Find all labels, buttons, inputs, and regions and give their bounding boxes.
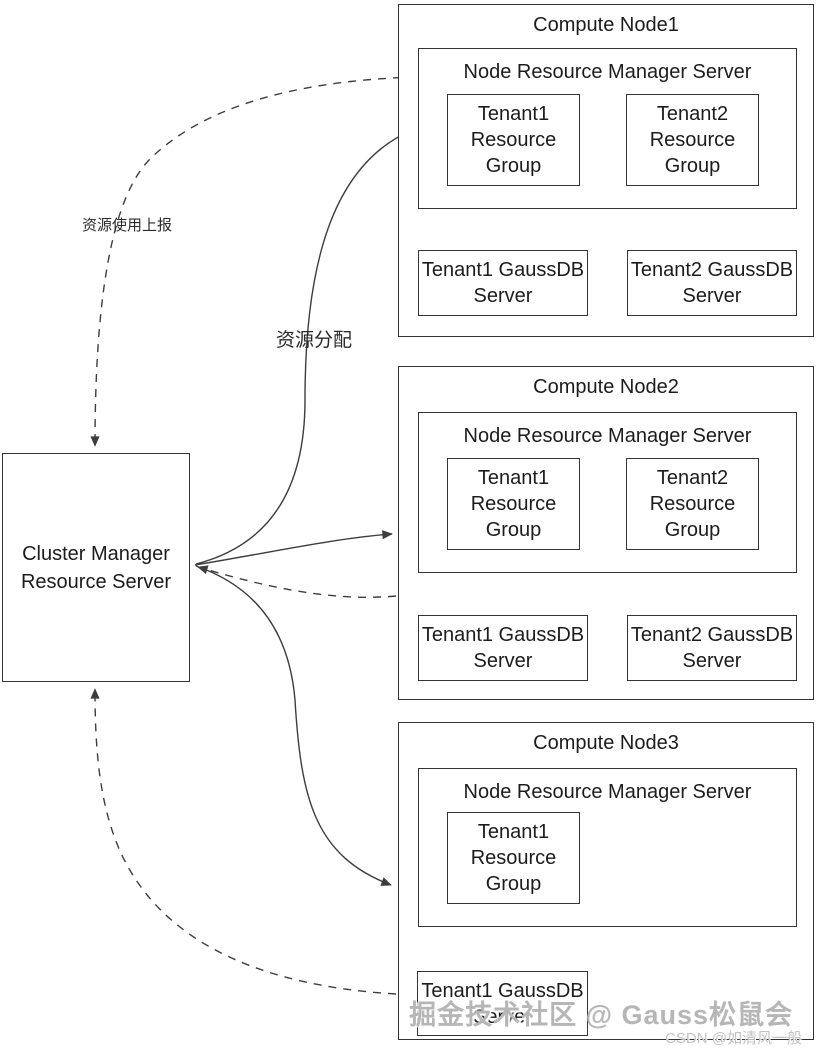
node1-tenant1-gaussdb-box: Tenant1 GaussDB Server	[418, 250, 588, 316]
node2-tenant2-group-box: Tenant2 Resource Group	[626, 458, 759, 550]
node2-resource-manager-title: Node Resource Manager Server	[463, 425, 752, 447]
node1-tenant2-gaussdb-label: Tenant2 GaussDB Server	[630, 259, 794, 307]
node2-tenant1-gaussdb-box: Tenant1 GaussDB Server	[418, 615, 588, 681]
allocation-label: 资源分配	[276, 330, 353, 351]
node2-tenant1-group-box: Tenant1 Resource Group	[447, 458, 580, 550]
node1-tenant2-group-label: Tenant2 Resource Group	[649, 103, 736, 177]
compute-node2-title: Compute Node2	[533, 376, 679, 398]
compute-node1-title: Compute Node1	[533, 14, 679, 36]
allocation-arrow-node2	[194, 530, 393, 566]
node2-tenant2-group-label: Tenant2 Resource Group	[649, 467, 736, 541]
node1-tenant2-group-box: Tenant2 Resource Group	[626, 94, 759, 186]
node3-tenant1-gaussdb-box: Tenant1 GaussDB Server	[417, 971, 588, 1036]
node2-tenant1-group-label: Tenant1 Resource Group	[470, 467, 557, 541]
node2-tenant2-gaussdb-box: Tenant2 GaussDB Server	[627, 615, 797, 681]
node1-tenant1-gaussdb-label: Tenant1 GaussDB Server	[421, 259, 585, 307]
node1-resource-manager-title: Node Resource Manager Server	[463, 61, 752, 83]
watermark-sub: CSDN @如清风一般	[665, 1030, 802, 1047]
node1-tenant1-group-box: Tenant1 Resource Group	[447, 94, 580, 186]
compute-node3-title: Compute Node3	[533, 732, 679, 754]
node3-tenant1-group-label: Tenant1 Resource Group	[470, 821, 557, 895]
node3-resource-manager-title: Node Resource Manager Server	[463, 781, 752, 803]
node3-tenant1-group-box: Tenant1 Resource Group	[447, 812, 580, 904]
usage-report-arrow-node3	[90, 688, 397, 995]
node3-tenant1-gaussdb-label: Tenant1 GaussDB Server	[421, 979, 584, 1028]
allocation-arrow-node3	[195, 565, 392, 886]
watermark-main: 掘金技术社区 @ Gauss松鼠会	[409, 1000, 793, 1030]
node2-tenant2-gaussdb-label: Tenant2 GaussDB Server	[630, 624, 794, 672]
usage-report-arrow-node1	[90, 76, 417, 447]
node1-tenant1-group-label: Tenant1 Resource Group	[470, 103, 557, 177]
cluster-manager-label: Cluster Manager Resource Server	[20, 542, 172, 593]
node1-tenant2-gaussdb-box: Tenant2 GaussDB Server	[627, 250, 797, 316]
cluster-manager-box: Cluster Manager Resource Server	[2, 453, 190, 682]
usage-report-arrow-node2	[197, 565, 397, 598]
node2-tenant1-gaussdb-label: Tenant1 GaussDB Server	[421, 624, 585, 672]
usage-report-label: 资源使用上报	[82, 217, 173, 234]
